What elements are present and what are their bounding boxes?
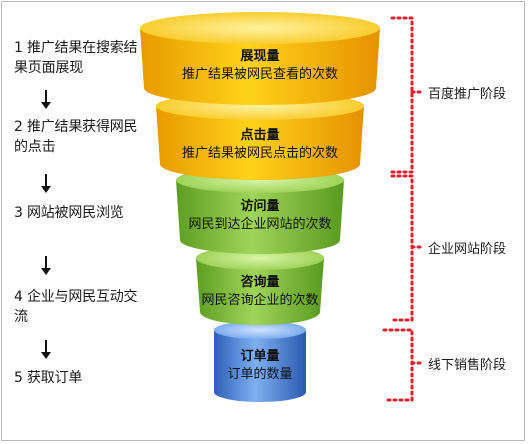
tier-visits-desc: 网民到达企业网站的次数 xyxy=(188,217,332,232)
tier-orders-title: 订单量 xyxy=(240,349,280,364)
tier-inquiries-title: 咨询量 xyxy=(240,275,280,290)
step-5: 5 获取订单 xyxy=(14,368,82,388)
step-1-line2: 果页面展现 xyxy=(14,60,83,76)
tier-visits-text: 访问量 网民到达企业网站的次数 xyxy=(180,198,340,234)
tier-clicks-text: 点击量 推广结果被网民点击的次数 xyxy=(160,127,360,163)
stage-label-baidu: 百度推广阶段 xyxy=(428,87,507,102)
funnel-tier-orders xyxy=(214,321,306,402)
step-4: 4 企业与网民互动交 流 xyxy=(14,287,138,327)
step-2: 2 推广结果获得网民 的点击 xyxy=(14,117,138,157)
step-3: 3 网站被网民浏览 xyxy=(14,203,124,223)
step-4-line1: 4 企业与网民互动交 xyxy=(14,289,138,305)
down-arrow-icon xyxy=(41,90,51,109)
funnel-tier-impressions xyxy=(140,12,380,105)
tier-clicks-title: 点击量 xyxy=(240,128,280,143)
step-2-line1: 2 推广结果获得网民 xyxy=(14,119,138,135)
stage-label-offline: 线下销售阶段 xyxy=(428,358,507,373)
down-arrow-icon xyxy=(41,340,51,359)
step-1: 1 推广结果在搜索结 果页面展现 xyxy=(14,38,138,78)
bracket-baidu xyxy=(390,16,414,174)
tier-impressions-desc: 推广结果被网民查看的次数 xyxy=(181,67,338,82)
bracket-website xyxy=(390,174,414,322)
tier-clicks-desc: 推广结果被网民点击的次数 xyxy=(181,146,338,161)
tier-inquiries-text: 咨询量 网民咨询企业的次数 xyxy=(198,274,322,310)
down-arrow-icon xyxy=(41,256,51,275)
step-5-line1: 5 获取订单 xyxy=(14,370,83,386)
tier-orders-desc: 订单的数量 xyxy=(227,367,293,382)
step-2-line2: 的点击 xyxy=(14,139,56,155)
tier-impressions-text: 展现量 推广结果被网民查看的次数 xyxy=(150,48,370,84)
step-3-line1: 3 网站被网民浏览 xyxy=(14,205,124,221)
tier-visits-title: 访问量 xyxy=(240,199,280,214)
down-arrow-icon xyxy=(41,174,51,193)
stage-label-website: 企业网站阶段 xyxy=(428,242,507,257)
tier-impressions-title: 展现量 xyxy=(240,49,280,64)
tier-inquiries-desc: 网民咨询企业的次数 xyxy=(201,293,319,308)
step-1-line1: 1 推广结果在搜索结 xyxy=(14,40,138,56)
tier-orders-text: 订单量 订单的数量 xyxy=(214,348,306,384)
step-4-line2: 流 xyxy=(14,309,28,325)
stage-brackets xyxy=(382,16,426,402)
bracket-offline xyxy=(382,328,414,402)
